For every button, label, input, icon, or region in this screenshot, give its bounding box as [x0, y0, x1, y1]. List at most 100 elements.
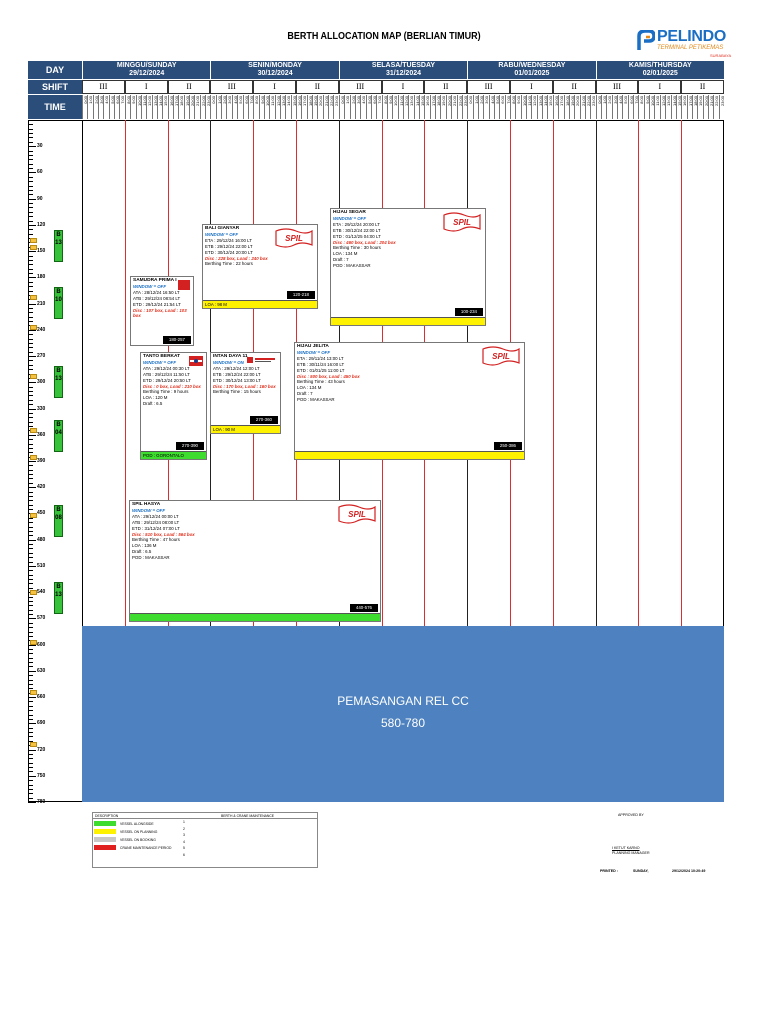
vessel-schedule-line: ETD : 30/12/24 13:00 LT — [213, 377, 261, 383]
ruler-label: 120 — [37, 221, 46, 228]
ruler-tick — [28, 504, 33, 506]
ruler-tick — [28, 775, 36, 777]
hour-cell: 13:00 — [279, 95, 285, 119]
ruler-tick — [28, 495, 33, 497]
hour-cell: 23:00 — [461, 95, 467, 119]
hour-cell: 2:00 — [606, 95, 612, 119]
ruler-tick — [28, 749, 36, 751]
hour-cell: 12:00 — [659, 95, 665, 119]
hour-cell: 20:00 — [189, 95, 194, 119]
ruler-tick — [28, 570, 33, 572]
hour-cell: 19:00 — [312, 95, 317, 119]
shift-cell: III — [338, 80, 382, 94]
ruler-tick — [28, 251, 36, 253]
ruler-tick — [28, 631, 33, 633]
vessel-detail-line: LOA : 134 M — [333, 251, 358, 257]
legend-text: VESSEL ON BOOKING — [120, 838, 156, 842]
ruler-tick — [28, 277, 36, 279]
hour-cell: 16:00 — [552, 95, 558, 119]
hour-cell: 2:00 — [349, 95, 355, 119]
hour-cell: 20:00 — [317, 95, 323, 119]
bollard-letter: B — [56, 507, 61, 513]
vessel-window: WINDOW = OFF — [143, 359, 177, 365]
hour-cell: 15:00 — [675, 95, 681, 119]
shift-cell: II — [167, 80, 211, 94]
hour-cell: 11:00 — [269, 95, 275, 119]
hour-cell: 21:00 — [707, 95, 713, 119]
ruler-tick — [28, 141, 33, 143]
hour-cell: 23:00 — [333, 95, 339, 119]
legend-swatch — [94, 829, 116, 834]
vessel-schedule-line: ETD : 01/01/25 11:00 LT — [297, 367, 345, 373]
day-name: RABU/WEDNESDAY — [498, 62, 566, 69]
ruler-tick — [28, 465, 33, 467]
hour-cell: 11:00 — [140, 95, 146, 119]
hour-cell: 11:00 — [397, 95, 403, 119]
hour-cell: 8:00 — [124, 95, 130, 119]
ruler-tick — [28, 439, 33, 441]
ruler-tick — [28, 579, 33, 581]
maintenance-block[interactable]: PEMASANGAN REL CC 580-780 — [82, 626, 724, 802]
shift-cell: III — [467, 80, 510, 94]
bollard-letter: B — [56, 422, 61, 428]
legend-row: CRANE MAINTENANCE PERIOD — [93, 844, 317, 851]
ruler-tick — [28, 605, 33, 607]
hour-cell: 1:00 — [87, 95, 93, 119]
ruler-label: 690 — [37, 720, 46, 727]
ruler-tick — [28, 767, 33, 769]
ruler-tick — [28, 224, 36, 226]
ruler-label: 720 — [37, 746, 46, 753]
ruler-tick — [28, 552, 33, 554]
vessel-name: TANTO BERKAT — [143, 354, 181, 359]
legend-description-header: DESCRIPTION — [95, 814, 119, 818]
vessel-detail-line: LOA : 136 M — [132, 543, 157, 549]
shift-cell: II — [424, 80, 468, 94]
operator-flag-icon: SPIL — [442, 212, 482, 232]
ruler-tick — [28, 657, 33, 659]
bollard-marker-icon — [30, 374, 37, 379]
page-title: BERTH ALLOCATION MAP (BERLIAN TIMUR) — [287, 31, 481, 42]
vessel-schedule-line: ETD : 01/12/25 04:00 LT — [333, 233, 381, 239]
ruler-tick — [28, 176, 33, 178]
hour-cell: 23:00 — [205, 95, 210, 119]
ruler-tick — [28, 675, 33, 677]
pelindo-logo: PELINDO TERMINAL PETIKEMAS SURABAYA — [637, 28, 737, 60]
ruler-tick — [28, 163, 33, 165]
hour-cell: 14:00 — [670, 95, 676, 119]
ruler-tick — [28, 216, 33, 218]
shift-cell: I — [381, 80, 425, 94]
hour-cell: 4:00 — [617, 95, 622, 119]
ruler-label: 390 — [37, 458, 46, 464]
ruler-tick — [28, 181, 33, 183]
ruler-tick — [28, 338, 33, 340]
shift-cell: II — [296, 80, 339, 94]
vessel-schedule-line: ETA : 29/12/24 20:00 LT — [333, 221, 380, 227]
legend-swatch — [94, 845, 116, 850]
hour-cell: 3:00 — [483, 95, 489, 119]
printed-timestamp: 29/12/2024 10:20:49 — [672, 869, 706, 873]
vessel-detail-line: Berthing Time : 22 hours — [205, 261, 253, 267]
vessel-schedule-line: ETD : 31/12/24 07:00 LT — [132, 525, 180, 531]
ruler-tick — [28, 648, 33, 650]
operator-flag-icon — [189, 356, 203, 366]
ruler-tick — [28, 461, 36, 462]
hour-cell: 7:00 — [633, 95, 638, 119]
hour-cell: 9:00 — [515, 95, 521, 119]
hour-cell: 22:00 — [584, 95, 590, 119]
hour-cell: 5:00 — [237, 95, 242, 119]
berth-position: 100-234 — [454, 308, 483, 316]
hour-cell: 22:00 — [713, 95, 719, 119]
